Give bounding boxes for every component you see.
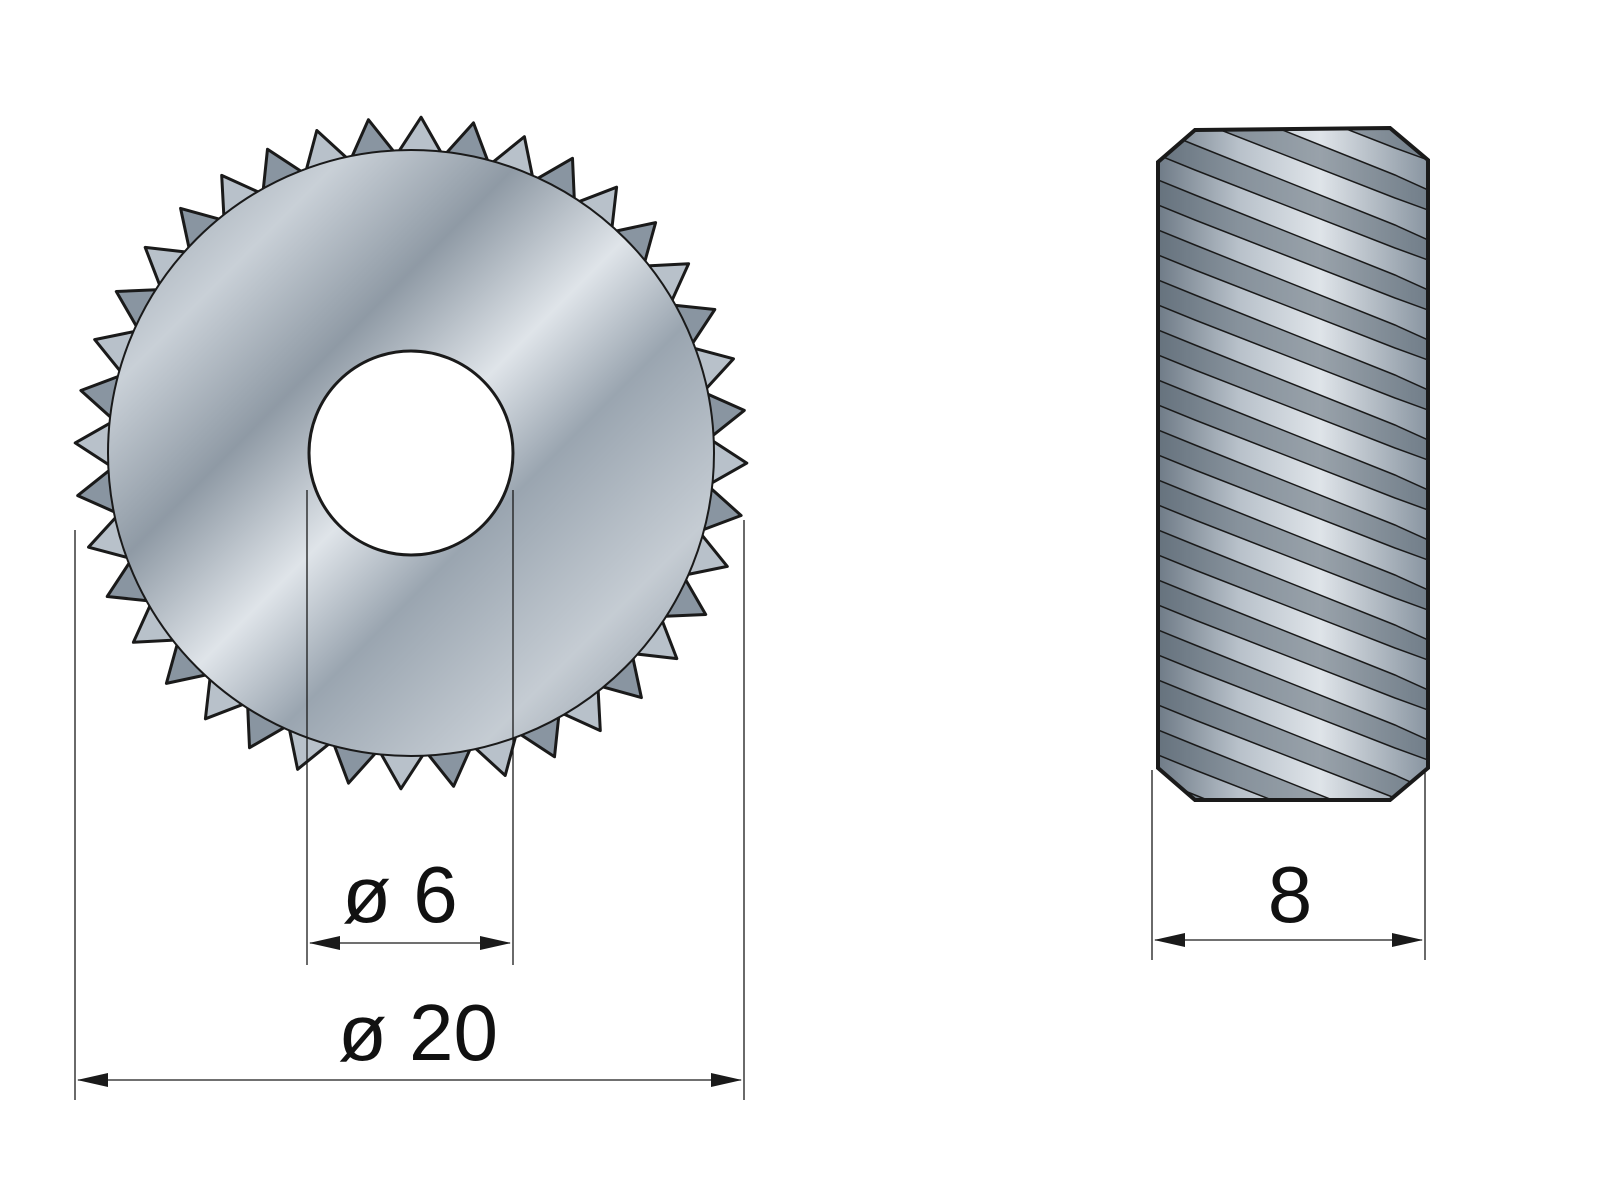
arrow-bore-left (309, 936, 340, 950)
bore-hole (307, 349, 515, 557)
knurl-groove (1158, 628, 1428, 762)
front-view (73, 115, 749, 791)
gear-tooth (396, 115, 444, 157)
knurl-grooves (1158, 128, 1428, 800)
knurl-groove (1158, 178, 1428, 312)
gear-tooth (707, 438, 749, 486)
gear-tooth (378, 749, 426, 791)
arrowheads (77, 933, 1423, 1087)
knurl-groove (1158, 428, 1428, 562)
dimensions (74, 490, 1426, 1100)
knurl-groove (1158, 128, 1428, 212)
width-label: 8 (1268, 850, 1313, 939)
knurl-groove (1158, 128, 1428, 262)
gear-tooth (73, 420, 115, 468)
knurl-groove (1158, 478, 1428, 612)
outer-diameter-label: ø 20 (338, 988, 498, 1077)
arrow-outer-left (77, 1073, 108, 1087)
knurl-groove (1158, 328, 1428, 462)
side-outline (1156, 125, 1430, 802)
knurl-groove (1158, 378, 1428, 512)
gear-teeth (73, 115, 749, 791)
knurl-groove (1158, 528, 1428, 662)
knurl-groove (1158, 678, 1428, 800)
knurl-groove (1158, 728, 1428, 800)
knurl-groove (1158, 578, 1428, 712)
arrow-outer-right (711, 1073, 742, 1087)
side-view (1156, 125, 1430, 802)
knurl-groove (1158, 278, 1428, 412)
arrow-width-right (1392, 933, 1423, 947)
knurl-groove (1158, 228, 1428, 362)
bore-diameter-label: ø 6 (342, 850, 458, 939)
arrow-width-left (1154, 933, 1185, 947)
arrow-bore-right (480, 936, 511, 950)
